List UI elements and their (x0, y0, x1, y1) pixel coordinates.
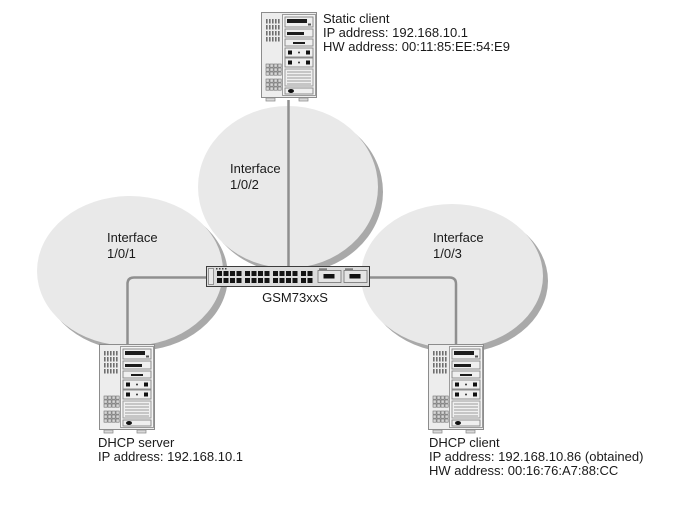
device-hw: HW address: 00:16:76:A7:88:CC (429, 463, 619, 478)
cloud-label-line: 1/0/2 (230, 177, 259, 192)
dhcp-server-icon (99, 344, 157, 434)
cloud-label-line: Interface (107, 230, 158, 245)
dhcp-client-server-icon (428, 344, 486, 434)
wire-interface-1-0-1 (126, 276, 206, 345)
device-ip: IP address: 192.168.10.1 (98, 449, 244, 464)
cloud-interface-1-0-1 (37, 196, 223, 346)
cloud-label-interface-1-0-3: Interface 1/0/3 (433, 230, 484, 262)
cloud-label-line: 1/0/1 (107, 246, 136, 261)
static-client-caption: Static client IP address: 192.168.10.1 H… (323, 12, 510, 54)
switch-model-label: GSM73xxS (262, 290, 328, 305)
wire-interface-1-0-3 (370, 276, 458, 345)
cloud-interface-1-0-3 (361, 204, 543, 348)
dhcp-server-caption: DHCP server IP address: 192.168.10.1 (98, 436, 243, 464)
device-hw: HW address: 00:11:85:EE:54:E9 (323, 39, 510, 54)
device-ip: IP address: 192.168.10.86 (obtained) (429, 449, 644, 464)
cloud-label-line: Interface (433, 230, 484, 245)
cloud-label-interface-1-0-2: Interface 1/0/2 (230, 161, 281, 193)
cloud-label-line: 1/0/3 (433, 246, 462, 261)
static-client-server-icon (261, 12, 319, 102)
dhcp-client-caption: DHCP client IP address: 192.168.10.86 (o… (429, 436, 643, 478)
device-name: Static client (323, 11, 390, 26)
cloud-label-line: Interface (230, 161, 281, 176)
device-ip: IP address: 192.168.10.1 (323, 25, 469, 40)
device-name: DHCP server (98, 435, 175, 450)
device-name: DHCP client (429, 435, 500, 450)
cloud-label-interface-1-0-1: Interface 1/0/1 (107, 230, 158, 262)
ethernet-switch-icon (206, 266, 370, 287)
